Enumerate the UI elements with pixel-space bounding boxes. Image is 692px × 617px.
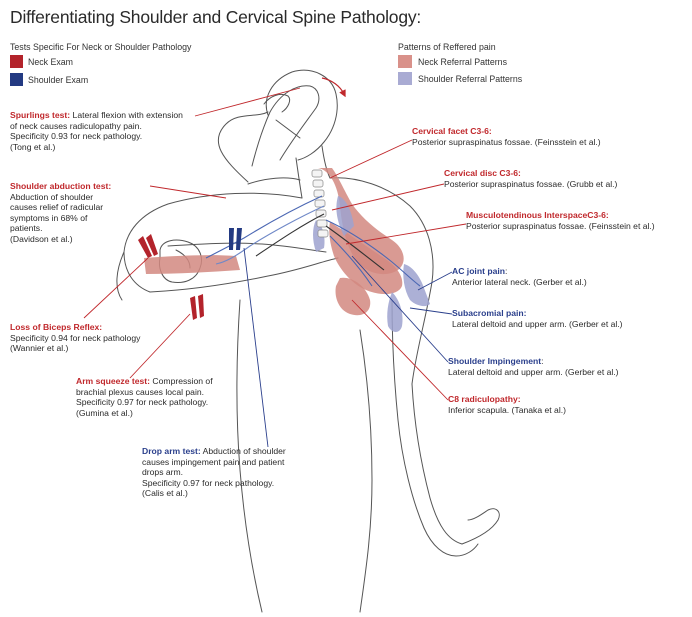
neck-referral-area-3: [335, 277, 371, 316]
nerve-paths: [205, 195, 421, 287]
neck-exam-marker-3: [190, 296, 197, 320]
neck-exam-label: Neck Exam: [28, 57, 73, 67]
leader-cervical-disc: [331, 183, 445, 211]
shoulder-exam-marker-1: [229, 228, 234, 250]
annotation-cervical-facet: Cervical facet C3-6:Posterior supraspina…: [412, 126, 682, 147]
neck-referral-areas: [144, 168, 404, 316]
annotation-shoulder-abduction: Shoulder abduction test:Abduction of sho…: [10, 181, 160, 245]
shoulder-exam-swatch: [10, 73, 23, 86]
leader-cervical-facet: [329, 139, 413, 179]
leader-lines: [83, 87, 467, 448]
annotation-shoulder-impingement: Shoulder Impingement:Lateral deltoid and…: [448, 356, 682, 377]
hand-outline: [263, 93, 291, 113]
right-hand-outline: [461, 508, 500, 545]
annotation-title: C8 radiculopathy:: [448, 394, 521, 404]
shoulder-referral-areas: [313, 196, 430, 332]
annotation-musculotendinous: Musculotendinous InterspaceC3-6:Posterio…: [466, 210, 688, 231]
neck-exam-marker-2: [146, 234, 158, 256]
annotation-body: Abduction of shoulder causes impingement…: [142, 446, 286, 499]
shoulder-referral-area-4: [387, 292, 403, 332]
annotation-body: Posterior supraspinatus fossae. (Grubb e…: [444, 178, 618, 189]
raised-forearm-outline: [217, 111, 269, 183]
annotation-c8-radiculopathy: C8 radiculopathy:Inferior scapula. (Tana…: [448, 394, 682, 415]
shoulder-referral-area-3: [403, 264, 430, 307]
annotation-ac-joint: AC joint pain:Anterior lateral neck. (Ge…: [452, 266, 682, 287]
torso-left-outline: [123, 192, 303, 293]
torso-outline: [236, 299, 263, 613]
annotation-body: Anterior lateral neck. (Gerber et al.): [452, 276, 587, 287]
annotation-subacromial: Subacromial pain:Lateral deltoid and upp…: [452, 308, 682, 329]
annotation-body: Specificity 0.94 for neck pathology (Wan…: [10, 332, 141, 354]
neck-referral-area-2: [329, 222, 403, 295]
annotation-biceps-reflex: Loss of Biceps Reflex:Specificity 0.94 f…: [10, 322, 190, 354]
annotation-body: Lateral flexion with extension of neck c…: [10, 110, 183, 152]
shoulder-referral-area-1: [336, 196, 354, 236]
shoulder-referral-label: Shoulder Referral Patterns: [418, 74, 523, 84]
annotation-title: Cervical disc C3-6:: [444, 168, 521, 178]
annotation-title-suffix: :: [541, 356, 544, 366]
leader-drop-arm: [243, 247, 269, 448]
neck-exam-markers: [138, 234, 204, 320]
annotation-title: Musculotendinous InterspaceC3-6:: [466, 210, 609, 220]
right-arm-outline: [411, 383, 463, 545]
annotation-body: Compression of brachial plexus causes lo…: [76, 376, 213, 418]
leader-ac-joint: [417, 271, 453, 291]
neck-referral-label: Neck Referral Patterns: [418, 57, 507, 67]
face-line: [275, 119, 301, 139]
page-title: Differentiating Shoulder and Cervical Sp…: [10, 7, 422, 27]
annotation-title: Loss of Biceps Reflex:: [10, 322, 103, 332]
annotation-body: Lateral deltoid and upper arm. (Gerber e…: [448, 366, 619, 377]
annotation-body: Abduction of shoulder causes relief of r…: [10, 191, 104, 244]
leader-c8: [351, 299, 449, 401]
leader-impingement: [351, 255, 449, 363]
annotation-body: Lateral deltoid and upper arm. (Gerber e…: [452, 318, 623, 329]
annotation-title: AC joint pain: [452, 266, 505, 276]
annotation-title-suffix: :: [505, 266, 508, 276]
annotation-title: Cervical facet C3-6:: [412, 126, 492, 136]
leader-arm-squeeze: [129, 313, 191, 379]
cervical-spine: [311, 169, 329, 238]
neck-exam-swatch: [10, 55, 23, 68]
annotation-title: Shoulder abduction test:: [10, 181, 112, 191]
leader-musculotendinous: [345, 223, 467, 245]
patterns-legend-heading: Patterns of Reffered pain: [398, 42, 496, 52]
annotation-title: Arm squeeze test:: [76, 376, 151, 386]
annotation-title: Shoulder Impingement: [448, 356, 542, 366]
body-outline: [116, 69, 500, 613]
shoulder-exam-label: Shoulder Exam: [28, 75, 89, 85]
annotation-title: Drop arm test:: [142, 446, 201, 456]
raised-arm-outline: [251, 85, 320, 167]
head-outline: [265, 69, 338, 161]
annotation-spurlings: Spurlings test: Lateral flexion with ext…: [10, 110, 210, 152]
annotation-drop-arm: Drop arm test: Abduction of shoulder cau…: [142, 446, 342, 499]
left-forearm-outline: [149, 257, 339, 293]
annotation-body: Inferior scapula. (Tanaka et al.): [448, 404, 566, 415]
right-shoulder-outline: [329, 177, 434, 385]
annotation-arm-squeeze: Arm squeeze test: Compression of brachia…: [76, 376, 276, 418]
shoulder-exam-marker-2: [236, 228, 242, 250]
tests-legend-heading: Tests Specific For Neck or Shoulder Path…: [10, 42, 192, 52]
annotation-title: Subacromial pain:: [452, 308, 527, 318]
neck-exam-marker-4: [198, 294, 204, 318]
neck-referral-swatch: [398, 55, 412, 68]
neck-exam-marker-1: [138, 236, 152, 258]
neck-outline: [295, 157, 303, 199]
leader-spurlings: [194, 87, 301, 117]
rotation-arrow: [321, 77, 346, 98]
neck-referral-area-1: [318, 168, 404, 275]
annotation-title: Spurlings test:: [10, 110, 71, 120]
annotation-cervical-disc: Cervical disc C3-6:Posterior supraspinat…: [444, 168, 684, 189]
leader-shoulder-abduction: [149, 185, 227, 199]
annotation-body: Posterior supraspinatus fossae. (Feinsst…: [412, 136, 601, 147]
leader-subacromial: [409, 307, 453, 315]
forearm-referral-area: [144, 255, 240, 274]
shoulder-referral-swatch: [398, 72, 412, 85]
leader-biceps: [83, 257, 149, 319]
shoulder-exam-markers: [229, 228, 242, 250]
annotation-body: Posterior supraspinatus fossae. (Feinsst…: [466, 220, 655, 231]
